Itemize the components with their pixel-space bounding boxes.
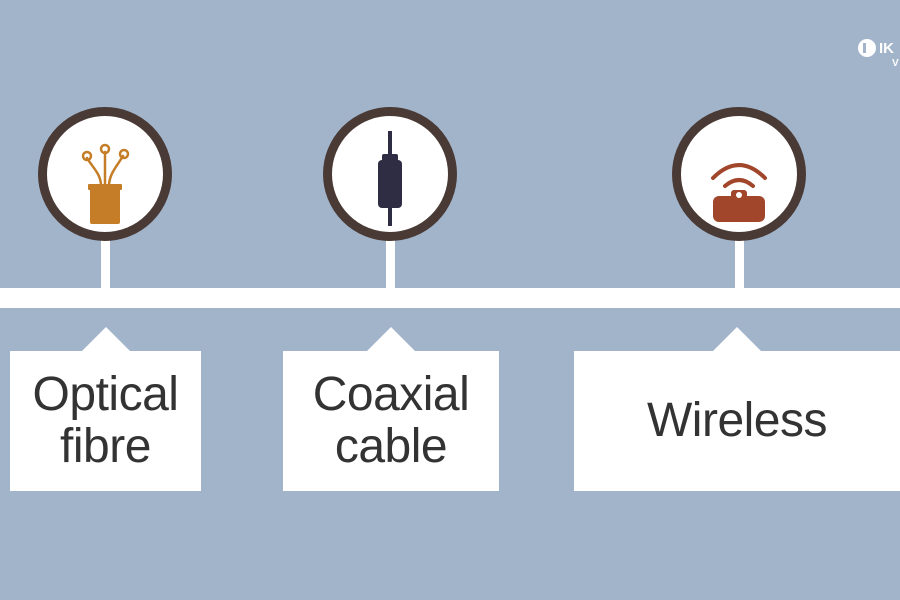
label-box: Coaxial cable	[283, 327, 499, 491]
optical-fibre-icon	[81, 143, 130, 224]
connector-stem	[735, 240, 744, 290]
timeline-bar	[0, 288, 900, 308]
connector-stem	[101, 240, 110, 290]
coaxial-cable-icon	[378, 131, 402, 226]
item-label: Wireless	[646, 394, 828, 447]
item-label: Optical fibre	[32, 368, 179, 473]
label-box: Wireless	[574, 327, 900, 491]
wireless-node	[672, 107, 806, 241]
wireless-router-icon	[711, 163, 767, 222]
connector-stem	[386, 240, 395, 290]
coaxial-cable-node	[323, 107, 457, 241]
item-label: Coaxial cable	[312, 368, 470, 473]
logo-icon	[858, 39, 876, 57]
label-box: Optical fibre	[10, 327, 201, 491]
optical-fibre-node	[38, 107, 172, 241]
logo-subtext: V	[892, 58, 899, 69]
logo-text: IK	[879, 39, 894, 57]
brand-logo: IK	[858, 36, 894, 60]
